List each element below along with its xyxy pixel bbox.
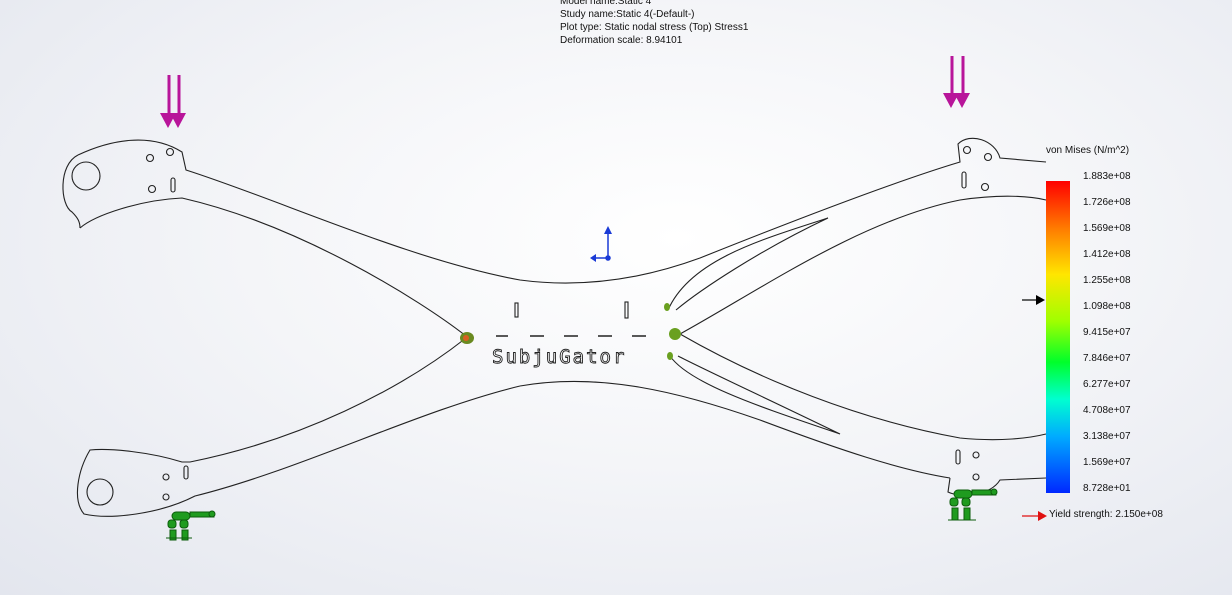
right-upper-inner	[679, 195, 1047, 335]
frame-part[interactable]	[62, 137, 1047, 517]
hole-small-1	[145, 153, 155, 163]
legend-tick: 8.728e+01	[1083, 483, 1131, 494]
legend-tick: 9.415e+07	[1083, 327, 1131, 338]
legend-tick: 6.277e+07	[1083, 379, 1131, 390]
legend-tick: 3.138e+07	[1083, 431, 1131, 442]
right-upper-slot	[667, 217, 829, 311]
legend-tick: 1.883e+08	[1083, 171, 1131, 182]
hole-small-9	[972, 451, 980, 459]
slot-left-bottom	[183, 465, 189, 480]
study-info-block: Model name:Static 4 Study name:Static 4(…	[560, 0, 748, 47]
legend-title: von Mises (N/m^2)	[1046, 145, 1130, 156]
slot-left-top	[170, 177, 176, 193]
hole-small-5	[162, 493, 170, 501]
upper-left-arm-lower-edge	[79, 197, 467, 337]
lower-left-arm-inner	[519, 380, 951, 479]
legend-tick: 7.846e+07	[1083, 353, 1131, 364]
load-arrow-icon[interactable]	[160, 75, 186, 128]
center-slot-2	[624, 301, 629, 319]
yield-strength-label: Yield strength: 2.150e+08	[1049, 509, 1163, 520]
hole-small-3	[147, 184, 157, 194]
right-lower-slot	[669, 355, 841, 435]
hole-small-6	[962, 145, 972, 155]
fixture-icon[interactable]	[948, 488, 998, 521]
model-name-text: Model name:Static 4	[560, 0, 652, 7]
legend-tick: 1.569e+08	[1083, 223, 1131, 234]
lower-left-arm	[77, 337, 521, 517]
legend-tick: 1.255e+08	[1083, 275, 1131, 286]
left-top-lug	[62, 154, 81, 229]
load-arrow-icon[interactable]	[943, 56, 970, 108]
legend-pointer-icon[interactable]	[1022, 293, 1046, 307]
legend-tick: 1.412e+08	[1083, 249, 1131, 260]
legend-tick: 1.726e+08	[1083, 197, 1131, 208]
hole-left-bottom	[86, 478, 114, 506]
deformation-scale-text: Deformation scale: 8.94101	[560, 35, 683, 46]
plot-type-text: Plot type: Static nodal stress (Top) Str…	[560, 22, 749, 33]
legend-tick: 1.569e+07	[1083, 457, 1131, 468]
upper-left-arm	[77, 137, 1047, 284]
stress-colorbar	[1046, 181, 1070, 493]
hole-small-2	[165, 147, 175, 157]
legend-tick: 1.098e+08	[1083, 301, 1131, 312]
center-slot-1	[514, 302, 519, 318]
hole-small-4	[162, 473, 170, 481]
slot-right-bottom	[955, 449, 961, 465]
part-engraving-text: SubjuGator	[492, 346, 626, 368]
triad-icon	[590, 226, 612, 262]
fixture-icon[interactable]	[166, 510, 216, 541]
hole-small-10	[972, 473, 980, 481]
yield-arrow-icon	[1022, 511, 1047, 521]
study-name-text: Study name:Static 4(-Default-)	[560, 9, 695, 20]
slot-right-top	[961, 171, 967, 189]
hole-small-8	[980, 182, 990, 192]
stress-hotspots	[460, 303, 681, 360]
hole-left-top	[71, 161, 101, 191]
right-lower-inner	[679, 333, 1047, 441]
hole-small-7	[983, 152, 993, 162]
legend-tick: 4.708e+07	[1083, 405, 1131, 416]
